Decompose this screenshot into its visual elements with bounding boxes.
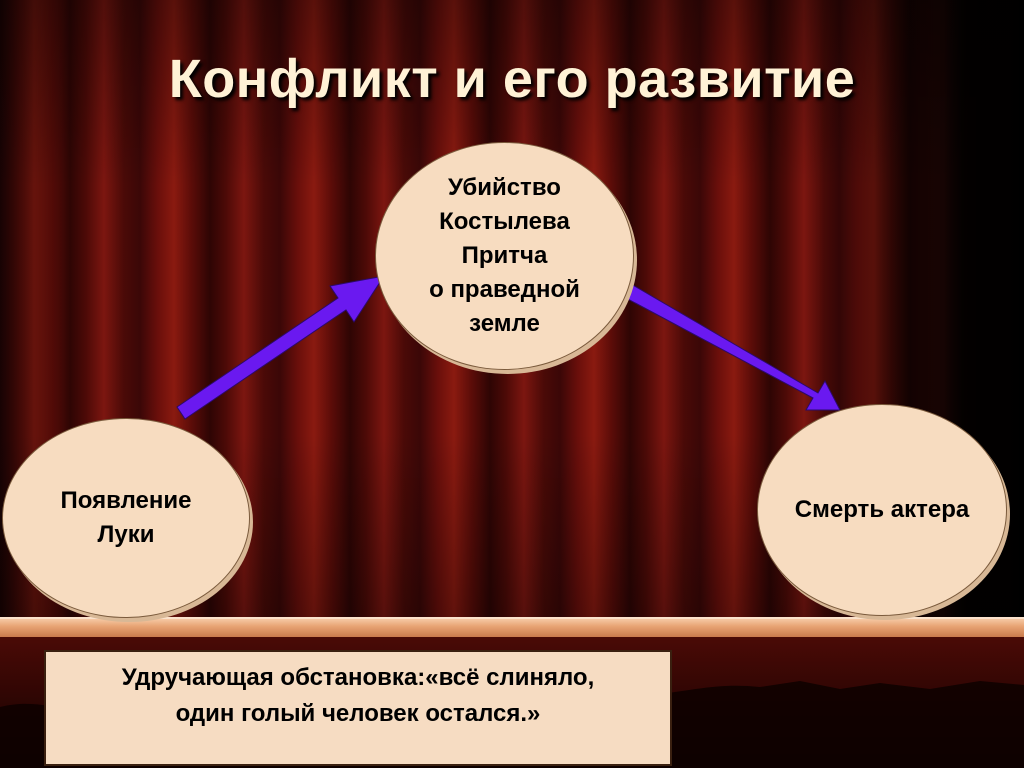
- arrow-up-icon: [176, 275, 386, 420]
- node-top-line: Убийство: [448, 174, 561, 201]
- node-top-line: земле: [469, 310, 540, 337]
- arrow-down-icon: [623, 283, 841, 411]
- node-left-line: Луки: [97, 521, 155, 548]
- node-actor-death: Смерть актера: [757, 404, 1007, 616]
- node-murder-parable: Убийство Костылева Притча о праведной зе…: [375, 142, 634, 370]
- node-top-line: о праведной: [429, 276, 580, 303]
- note-line: Удручающая обстановка:«всё слиняло,: [121, 664, 595, 691]
- note-box: Удручающая обстановка:«всё слиняло, один…: [44, 650, 672, 766]
- node-left-line: Появление: [60, 487, 192, 514]
- node-top-line: Притча: [461, 242, 548, 269]
- node-top-line: Костылева: [439, 208, 570, 235]
- node-luka-appearance: Появление Луки: [2, 418, 250, 618]
- slide-title: Конфликт и его развитие: [168, 49, 856, 109]
- note-line: один голый человек остался.»: [175, 700, 541, 727]
- node-right-line: Смерть актера: [794, 496, 970, 523]
